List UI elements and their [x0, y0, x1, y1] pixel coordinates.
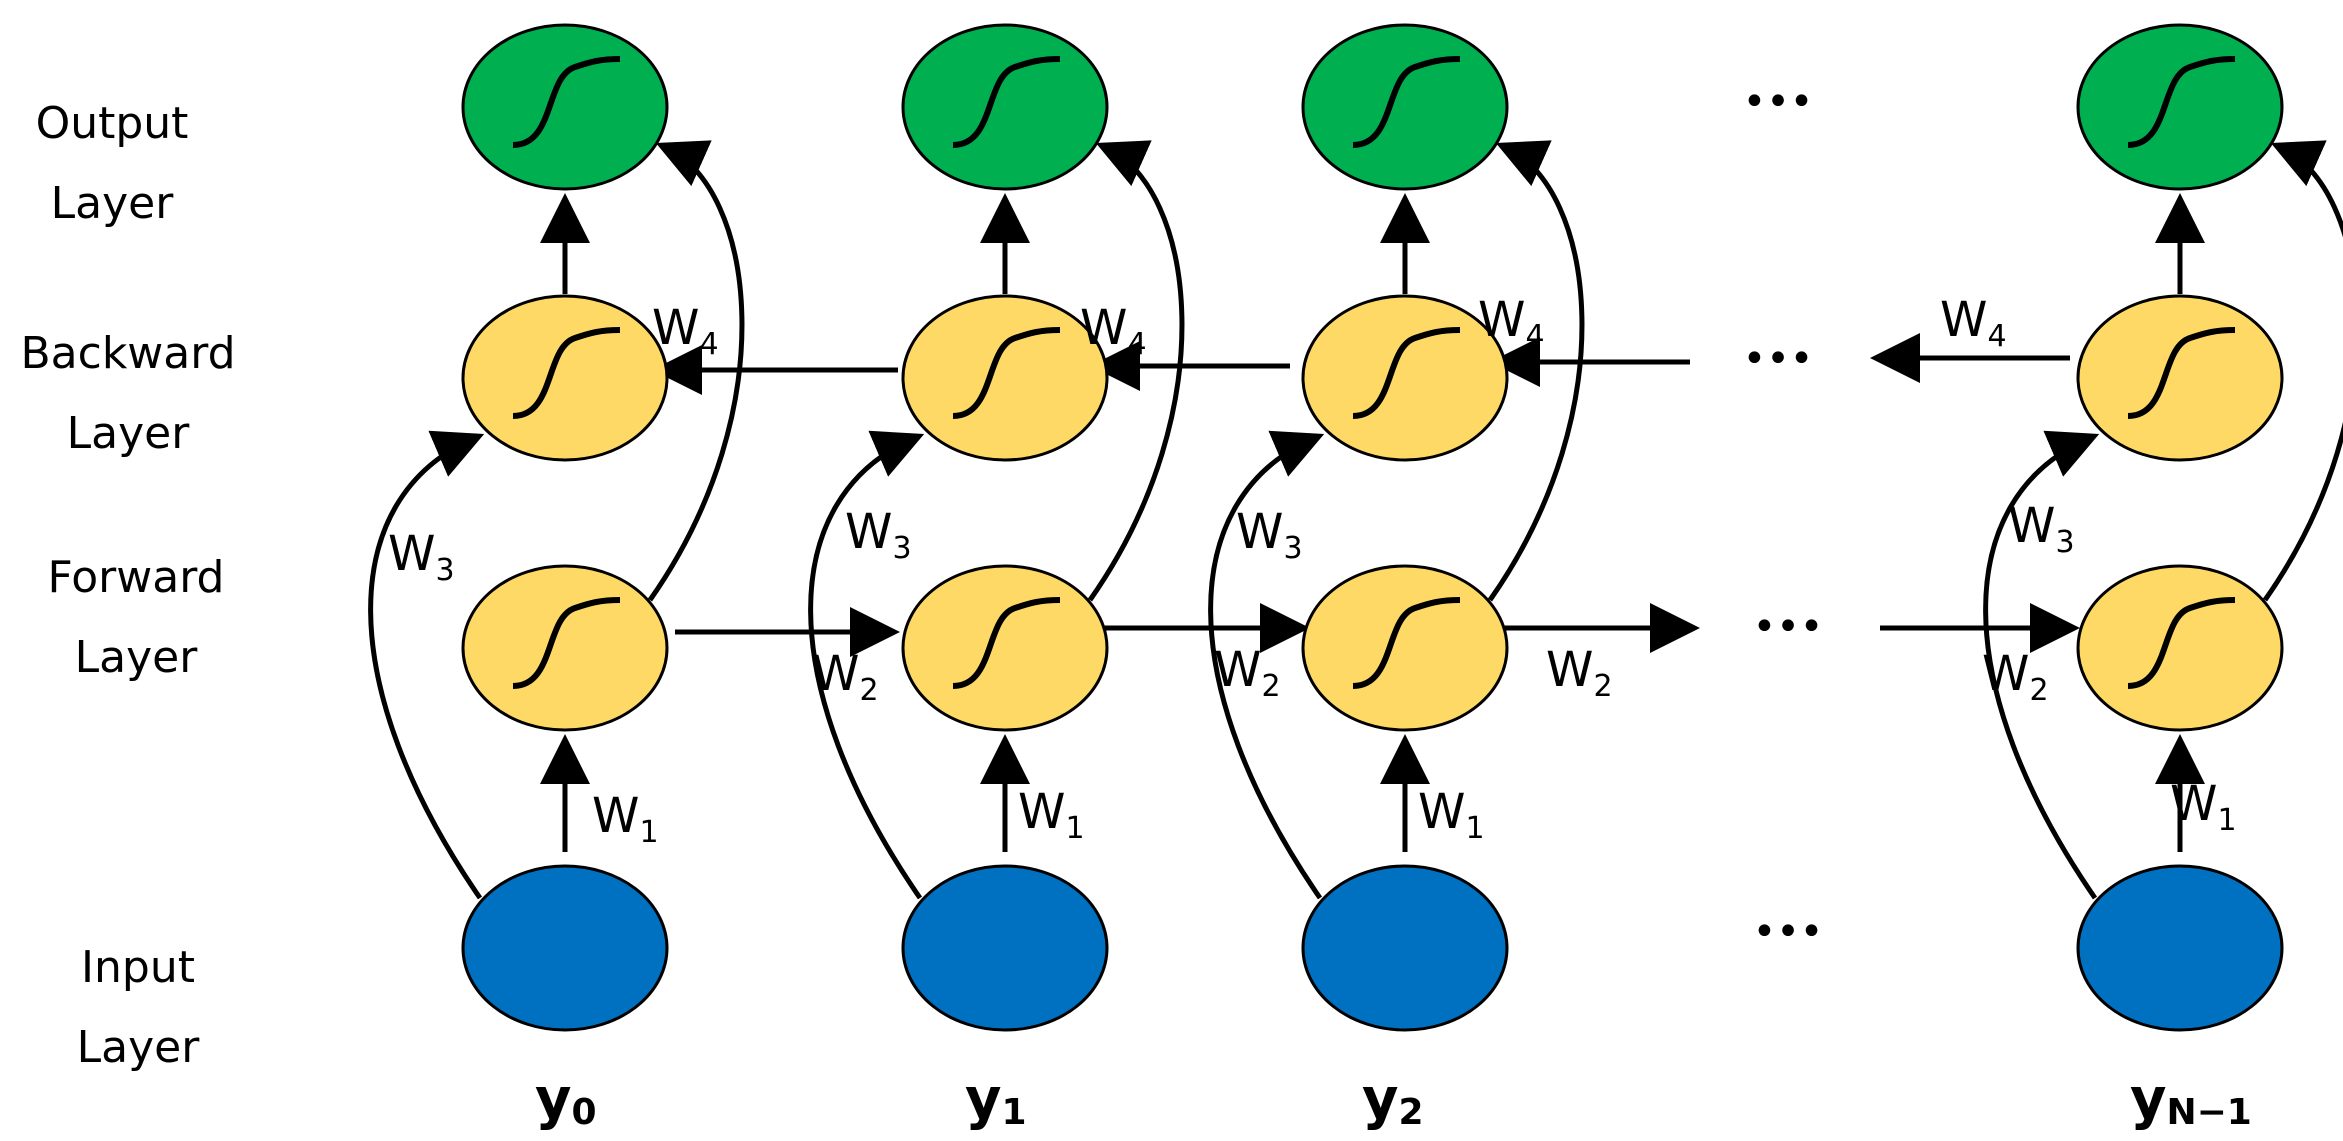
weight-w3-label: W3	[388, 526, 455, 588]
input-label-yN-1: yN−1	[2130, 1067, 2252, 1133]
edge-forward-to-output	[2262, 140, 2343, 602]
ellipsis-forward: •••	[1753, 604, 1824, 650]
weight-w4-label: W4	[1940, 292, 2007, 354]
sigmoid-icon	[952, 597, 1061, 689]
weight-w2-label: W2	[1982, 646, 2049, 708]
ellipsis-backward: •••	[1743, 336, 1814, 382]
input-label-y0: y0	[535, 1067, 597, 1133]
backward-layer-label-line1: Backward	[20, 328, 235, 379]
sigmoid-icon	[512, 56, 621, 148]
forward-node-yN-1	[2076, 564, 2284, 732]
input-node-y0	[461, 864, 669, 1032]
backward-layer-label-line2: Layer	[67, 408, 191, 459]
sigmoid-icon	[952, 327, 1061, 419]
input-layer-label-line1: Input	[81, 942, 195, 993]
weight-w4-label: W4	[652, 300, 719, 362]
edge-input-to-backward	[1983, 430, 2100, 900]
nodes	[461, 23, 2284, 1032]
ellipsis-markers: ••• ••• ••• •••	[1743, 79, 1824, 955]
forward-node-y1	[901, 564, 1109, 732]
sigmoid-icon	[2127, 327, 2236, 419]
input-labels: y0 y1 y2 yN−1	[535, 1067, 2252, 1133]
output-layer-label-line2: Layer	[51, 178, 175, 229]
input-layer-label-line2: Layer	[77, 1022, 201, 1073]
output-node-y0	[461, 23, 669, 191]
edges	[368, 140, 2343, 900]
forward-node-y0	[461, 564, 669, 732]
backward-node-y1	[901, 294, 1109, 462]
input-node-y2	[1301, 864, 1509, 1032]
edge-input-to-backward	[808, 430, 925, 900]
backward-node-yN-1	[2076, 294, 2284, 462]
weight-w3-label: W3	[845, 504, 912, 566]
weight-w4-label: W4	[1478, 292, 1545, 354]
ellipsis-output: •••	[1743, 79, 1814, 125]
layer-labels: Output Layer Backward Layer Forward Laye…	[20, 98, 235, 1073]
input-label-y2: y2	[1362, 1067, 1424, 1133]
weight-w1-label: W1	[592, 788, 659, 850]
weight-w2-label: W2	[1546, 642, 1613, 704]
forward-layer-label-line2: Layer	[75, 632, 199, 683]
input-label-y1: y1	[965, 1067, 1027, 1133]
sigmoid-icon	[952, 56, 1061, 148]
forward-node-y2	[1301, 564, 1509, 732]
sigmoid-icon	[1352, 327, 1461, 419]
edge-input-to-backward	[368, 430, 485, 900]
output-node-yN-1	[2076, 23, 2284, 191]
sigmoid-icon	[512, 597, 621, 689]
edge-forward-to-output	[1487, 140, 1585, 602]
sigmoid-icon	[2127, 597, 2236, 689]
ellipsis-input: •••	[1753, 909, 1824, 955]
output-node-y1	[901, 23, 1109, 191]
edge-forward-to-output	[1087, 140, 1185, 602]
sigmoid-icon	[2127, 56, 2236, 148]
weight-w4-label: W4	[1080, 300, 1147, 362]
edge-input-to-backward	[1208, 430, 1325, 900]
input-node-y1	[901, 864, 1109, 1032]
output-layer-label-line1: Output	[36, 98, 189, 149]
output-node-y2	[1301, 23, 1509, 191]
sigmoid-icon	[512, 327, 621, 419]
backward-node-y2	[1301, 294, 1509, 462]
input-node-yN-1	[2076, 864, 2284, 1032]
weight-w1-label: W1	[2170, 776, 2237, 838]
forward-layer-label-line1: Forward	[48, 552, 225, 603]
weight-w3-label: W3	[2008, 498, 2075, 560]
sigmoid-icon	[1352, 597, 1461, 689]
sigmoid-icon	[1352, 56, 1461, 148]
weight-w1-label: W1	[1018, 784, 1085, 846]
weight-w2-label: W2	[812, 646, 879, 708]
backward-node-y0	[461, 294, 669, 462]
weight-w3-label: W3	[1236, 504, 1303, 566]
weight-w1-label: W1	[1418, 784, 1485, 846]
edge-forward-to-output	[647, 140, 745, 602]
weight-labels: W4 W4 W4 W4 W3 W3 W3 W3 W2 W2 W2 W2 W1 W…	[388, 292, 2237, 850]
weight-w2-label: W2	[1214, 642, 1281, 704]
